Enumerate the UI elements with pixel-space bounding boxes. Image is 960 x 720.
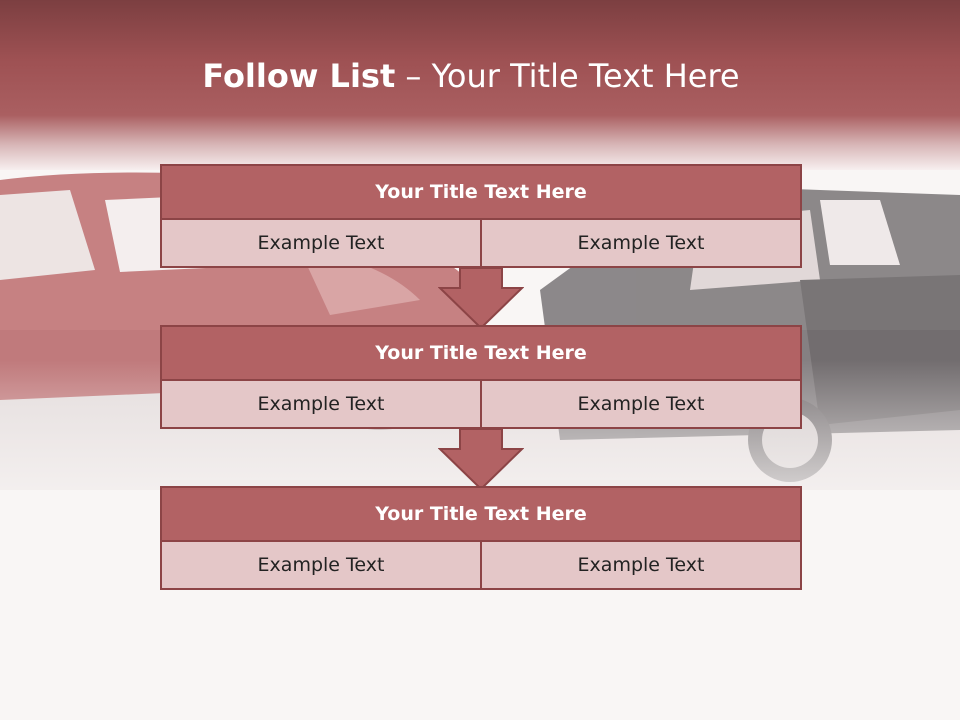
step-row: Example Text Example Text [160,379,802,429]
step-block-2: Your Title Text Here Example Text Exampl… [160,325,802,429]
step-title: Your Title Text Here [160,486,802,542]
down-arrow-icon [438,429,524,491]
step-cell-right: Example Text [480,379,802,429]
step-block-3: Your Title Text Here Example Text Exampl… [160,486,802,590]
slide-title: Follow List – Your Title Text Here [0,56,942,96]
slide-title-strong: Follow List [202,57,396,95]
down-arrow-icon [438,268,524,330]
step-row: Example Text Example Text [160,540,802,590]
step-cell-left: Example Text [160,540,482,590]
step-title: Your Title Text Here [160,325,802,381]
step-cell-left: Example Text [160,379,482,429]
slide-title-rest: – Your Title Text Here [395,57,740,95]
step-block-1: Your Title Text Here Example Text Exampl… [160,164,802,268]
step-row: Example Text Example Text [160,218,802,268]
step-cell-right: Example Text [480,540,802,590]
step-title: Your Title Text Here [160,164,802,220]
step-cell-left: Example Text [160,218,482,268]
step-cell-right: Example Text [480,218,802,268]
